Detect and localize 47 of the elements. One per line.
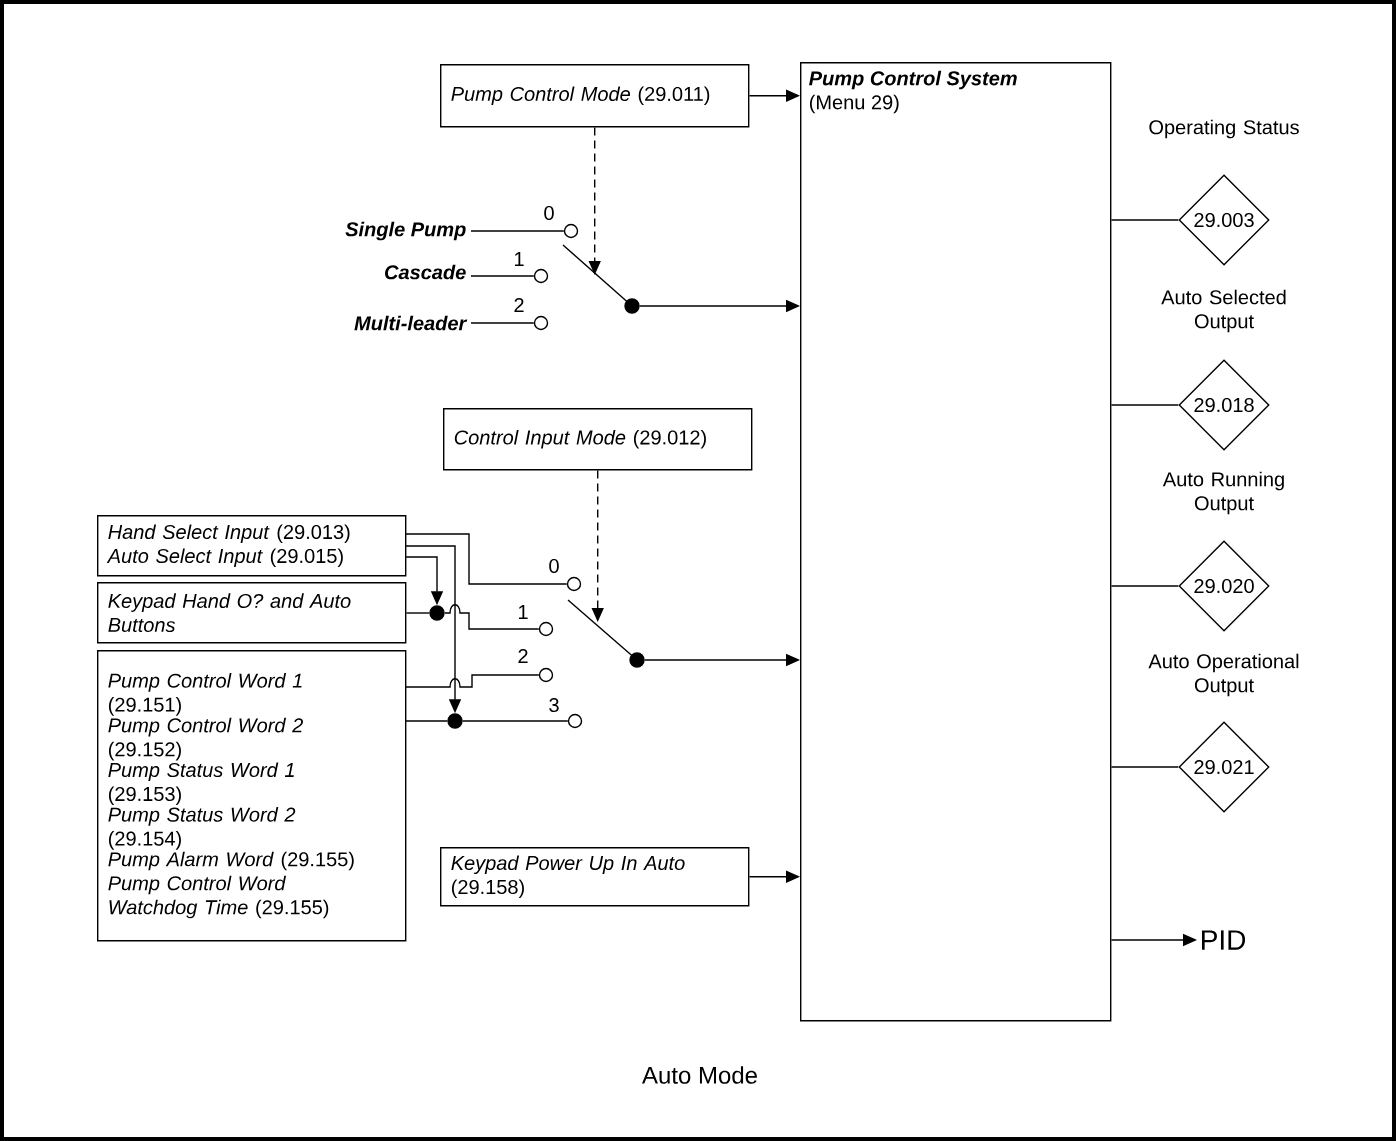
option-label: Multi-leader	[354, 315, 468, 331]
connector-line	[462, 720, 569, 722]
contact-number: 1	[519, 605, 528, 619]
connector-line	[404, 674, 540, 688]
parameter-box: Keypad Hand O? and Auto Buttons	[97, 582, 407, 644]
parameter-box: Control Input Mode (29.012)	[443, 408, 753, 471]
switch-contact	[563, 223, 579, 239]
connector-line	[470, 322, 535, 324]
switch-lever	[567, 599, 645, 668]
parameter-box: Pump Control Mode (29.011)	[440, 64, 750, 128]
diagram-caption: Auto Mode	[642, 1066, 757, 1084]
junction-dot	[429, 605, 445, 621]
connector-line	[404, 533, 568, 585]
connector-line	[404, 720, 448, 722]
switch-contact	[538, 621, 554, 637]
option-label: Cascade	[385, 264, 466, 280]
switch-contact	[567, 713, 583, 729]
connector-line	[405, 612, 430, 614]
contact-number: 2	[518, 649, 528, 663]
output-caption: Auto Running Output	[1162, 471, 1284, 515]
contact-number: 0	[544, 205, 554, 221]
parameter-box: Keypad Power Up In Auto (29.158)	[440, 847, 750, 907]
contact-number: 0	[549, 558, 559, 574]
connector-line	[1110, 219, 1179, 221]
contact-number: 2	[514, 298, 524, 312]
switch-contact	[538, 667, 554, 683]
switch-contact	[566, 576, 582, 592]
switch-contact	[533, 268, 549, 284]
contact-number: 1	[515, 252, 524, 266]
connector-line	[1110, 585, 1179, 587]
parameter-box: Pump Control Word 1 (29.151) Pump Control Word 2 (29.152) Pump Status Word 1 (29.153) Pump Status Word 2 (29.154) Pump Alarm Word (29.155) Pump Control Word Watchdog Time (29.155)	[97, 650, 407, 942]
control-block: Pump Control System (Menu 29)	[800, 62, 1112, 1022]
connector-line	[444, 604, 540, 630]
connector-line	[1110, 404, 1179, 406]
connector-line	[470, 275, 535, 277]
switch-contact	[533, 315, 549, 331]
switch-lever	[562, 244, 640, 314]
output-caption: Operating Status	[1149, 119, 1299, 139]
junction-dot	[447, 713, 463, 729]
output-label: PID	[1202, 930, 1246, 950]
connector-line	[470, 230, 565, 232]
contact-number: 3	[549, 697, 559, 713]
parameter-box: Hand Select Input (29.013) Auto Select Input (29.015)	[97, 515, 407, 577]
connector-line	[1110, 766, 1179, 768]
output-caption: Auto Selected Output	[1161, 289, 1286, 333]
option-label: Single Pump	[345, 221, 466, 241]
output-caption: Auto Operational Output	[1148, 653, 1299, 697]
